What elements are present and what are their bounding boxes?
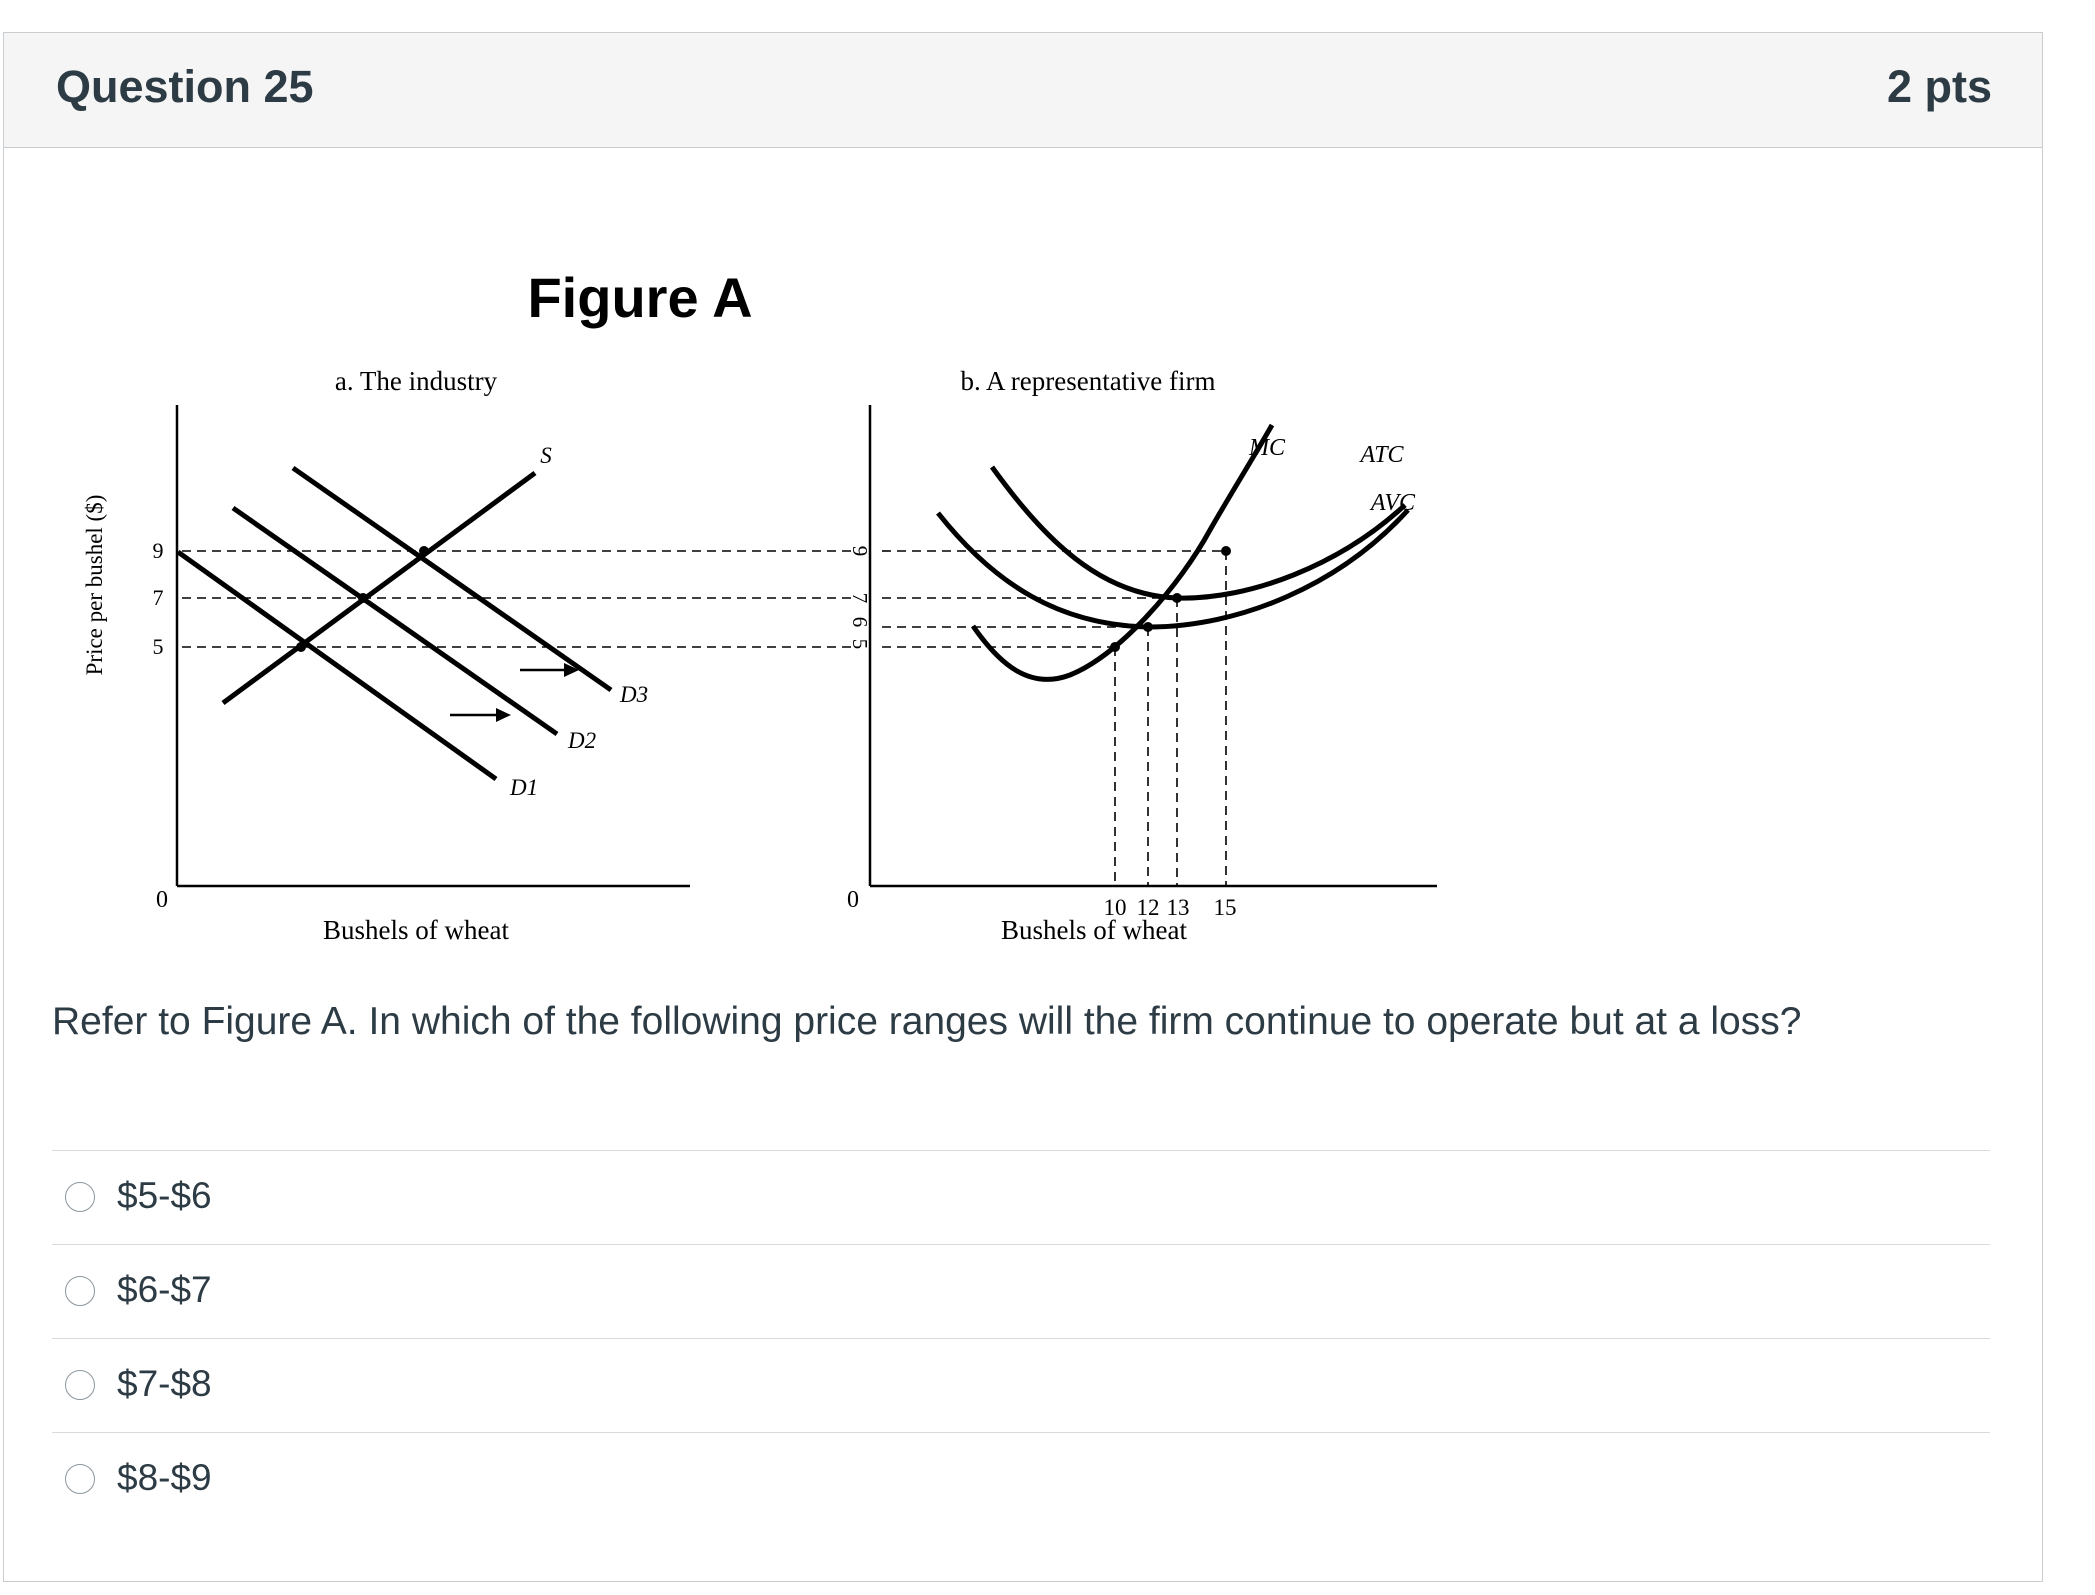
panel-b-qty-12: 12 [1137, 895, 1160, 920]
panel-a-title: a. The industry [335, 366, 498, 396]
panel-b-tick-9: 9 [848, 546, 872, 557]
panel-a-axes [175, 405, 690, 888]
panel-b-title: b. A representative firm [961, 366, 1216, 396]
panel-a-tick-5: 5 [153, 634, 164, 659]
figure-a-graphic: Figure A Price per bushel ($) a. The ind… [82, 266, 1437, 945]
price-guide-lines [182, 550, 1226, 648]
panel-b-x-label: Bushels of wheat [1001, 915, 1187, 945]
panel-b-qty-15: 15 [1214, 895, 1237, 920]
panel-a-origin: 0 [156, 887, 168, 913]
answer-option-2[interactable]: $6-$7 [52, 1244, 1990, 1338]
supply-curve [221, 470, 537, 706]
panel-b-qty-10: 10 [1104, 895, 1127, 920]
answer-option-1[interactable]: $5-$6 [52, 1150, 1990, 1244]
radio-button[interactable] [65, 1182, 95, 1212]
question-title: Question 25 [56, 61, 314, 112]
y-axis-label: Price per bushel ($) [82, 495, 107, 676]
panel-b-tick-6: 6 [848, 617, 872, 628]
avc-curve [936, 508, 1410, 630]
panel-a-tick-7: 7 [153, 585, 164, 610]
atc-curve [989, 465, 1407, 601]
panel-b-origin: 0 [847, 887, 859, 913]
radio-button[interactable] [65, 1464, 95, 1494]
panel-a-x-label: Bushels of wheat [323, 915, 509, 945]
avc-label: AVC [1369, 490, 1416, 516]
question-text: Refer to Figure A. In which of the follo… [52, 1000, 1802, 1043]
panel-b-tick-7: 7 [848, 593, 872, 604]
panel-b-axes [868, 405, 1437, 888]
panel-b-price-ticks: 9 7 6 5 [848, 546, 872, 650]
supply-label: S [540, 443, 552, 468]
quantity-guide-lines [1114, 551, 1227, 885]
radio-button[interactable] [65, 1276, 95, 1306]
panel-b-qty-13: 13 [1167, 895, 1190, 920]
answer-list: $5-$6 $6-$7 $7-$8 $8-$9 [52, 1150, 1990, 1526]
answer-label[interactable]: $8-$9 [117, 1457, 212, 1498]
firm-points [1110, 546, 1231, 652]
demand-curve-d1 [176, 549, 498, 782]
shift-arrows [450, 663, 579, 722]
demand-curve-d3 [291, 465, 613, 693]
demand-label-d2: D2 [567, 728, 596, 753]
figure-a: Figure A Price per bushel ($) a. The ind… [60, 255, 1460, 945]
answer-label[interactable]: $6-$7 [117, 1269, 212, 1310]
question-header: Question 25 2 pts [4, 33, 2042, 148]
question-points: 2 pts [1886, 61, 1992, 112]
panel-a-tick-9: 9 [153, 538, 164, 563]
answer-label[interactable]: $7-$8 [117, 1363, 212, 1404]
demand-curve-d2 [231, 505, 559, 737]
atc-label: ATC [1358, 442, 1404, 468]
figure-title: Figure A [527, 266, 752, 329]
radio-button[interactable] [65, 1370, 95, 1400]
demand-label-d1: D1 [509, 775, 538, 800]
panel-b-tick-5: 5 [848, 639, 872, 650]
question-card: Question 25 2 pts [3, 32, 2043, 1582]
mc-label: MC [1248, 435, 1286, 461]
equilibrium-points [296, 546, 429, 652]
answer-label[interactable]: $5-$6 [117, 1175, 212, 1216]
answer-option-3[interactable]: $7-$8 [52, 1338, 1990, 1432]
mc-curve [970, 423, 1275, 682]
answer-option-4[interactable]: $8-$9 [52, 1432, 1990, 1526]
demand-label-d3: D3 [619, 682, 648, 707]
